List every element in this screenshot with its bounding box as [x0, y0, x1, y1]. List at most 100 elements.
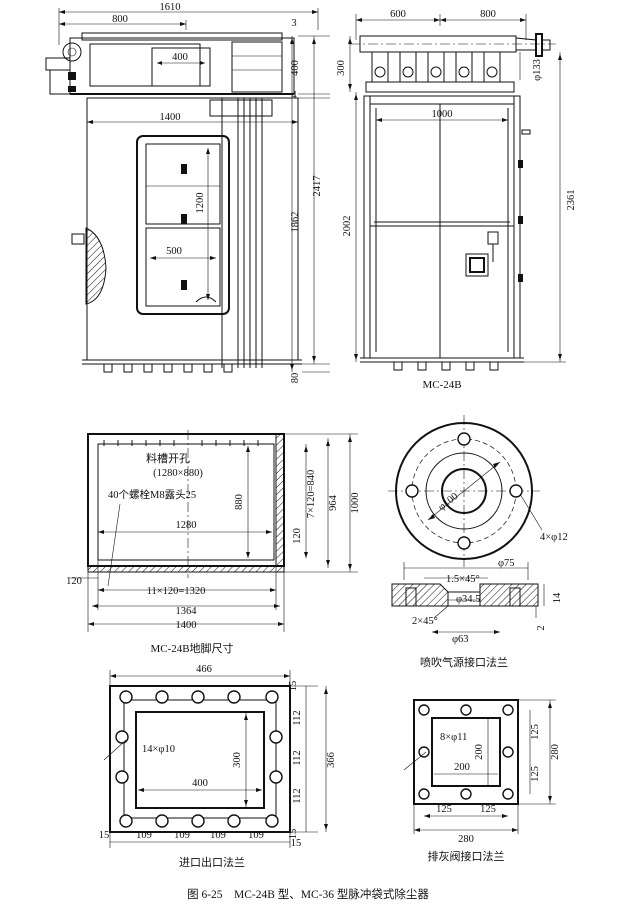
- dim-4: 4: [291, 90, 297, 101]
- foundation-bolt-marks: [103, 440, 259, 446]
- dim-200-ash-h: 200: [454, 762, 470, 773]
- dim-phi100: φ100: [436, 491, 460, 513]
- dim-1280: 1280: [176, 520, 197, 531]
- side-view-caption: MC-24B: [422, 379, 461, 391]
- dim-109-d: 109: [248, 830, 264, 841]
- dim-1862: 1862: [290, 212, 301, 233]
- dim-600: 600: [390, 9, 406, 20]
- air-flange-section: φ75 1.5×45° φ34.5 14 2×45° 2 φ63: [391, 558, 563, 645]
- dim-15-top-right: 15: [288, 681, 299, 692]
- dim-15-bottom-right2: 15: [291, 838, 302, 849]
- dim-300-inlet: 300: [232, 752, 243, 768]
- inlet-right-dimensions: 15 112 112 112 15 366: [288, 681, 337, 840]
- dim-2361: 2361: [566, 190, 577, 211]
- dim-phi133: φ133: [532, 59, 543, 81]
- dim-2: 2: [536, 625, 547, 630]
- dim-300-side: 300: [336, 60, 347, 76]
- foundation-bottom-dimensions: 120 11×120=1320 1364 1400: [66, 560, 285, 632]
- dim-880: 880: [234, 494, 245, 510]
- dim-125-ash-v1: 125: [530, 724, 541, 740]
- dim-15-bottom-left: 15: [99, 830, 110, 841]
- dim-phi63: φ63: [452, 634, 469, 645]
- front-body: [82, 97, 302, 373]
- dim-14: 14: [552, 592, 563, 603]
- foundation-right-dimensions: 7×120=840 120 964 1000: [284, 433, 361, 573]
- dim-800-side: 800: [480, 9, 496, 20]
- dim-phi34-5: φ34.5: [456, 594, 480, 605]
- inlet-bottom-dimensions: 15 109 109 109 109 15: [99, 830, 302, 849]
- front-view: 1610 800 400: [45, 2, 330, 383]
- dim-800-front: 800: [112, 14, 128, 25]
- ash-flange: 8×φ11 200 200 125 125 280 125 125 280 排灰…: [403, 699, 561, 863]
- front-door: 1200 500: [136, 135, 230, 315]
- dim-125-ash-h1: 125: [436, 804, 452, 815]
- inlet-flange-caption: 进口出口法兰: [179, 855, 245, 869]
- side-top-dimensions: 600 800: [355, 9, 527, 40]
- dim-112-a: 112: [292, 710, 303, 725]
- dim-500: 500: [166, 246, 182, 257]
- dim-125-ash-v2: 125: [530, 766, 541, 782]
- dim-4xphi12: 4×φ12: [540, 532, 568, 543]
- foundation-bolts-note: 40个螺栓M8露头25: [108, 488, 196, 501]
- front-top-casing: 400: [69, 32, 295, 95]
- dim-1200: 1200: [195, 193, 206, 214]
- dim-120-left: 120: [66, 576, 82, 587]
- dim-chamfer-bottom: 2×45°: [412, 616, 438, 627]
- dim-109-a: 109: [136, 830, 152, 841]
- figure-caption: 图 6-25 MC-24B 型、MC-36 型脉冲袋式除尘器: [187, 887, 429, 901]
- foundation-caption: MC-24B地脚尺寸: [150, 641, 233, 655]
- side-upper-dimensions: 300 φ133: [336, 36, 543, 92]
- dim-chamfer-top: 1.5×45°: [446, 574, 480, 585]
- ash-right-dimensions: 125 125 280: [518, 699, 561, 805]
- ash-flange-holes: [418, 704, 514, 800]
- side-body: [360, 95, 531, 371]
- dim-1400-foundation: 1400: [176, 620, 197, 631]
- dim-280-ash-h: 280: [458, 834, 474, 845]
- dim-phi75: φ75: [498, 558, 515, 569]
- dim-112-b: 112: [292, 750, 303, 765]
- dim-1364: 1364: [176, 606, 198, 617]
- air-flange: φ100 4×φ12 φ75 1.5×45° φ34.5 14 2×45° 2: [388, 415, 568, 669]
- dim-8xphi11: 8×φ11: [440, 732, 467, 743]
- dim-1610: 1610: [160, 2, 181, 13]
- inlet-flange-holes: [115, 690, 283, 828]
- dim-109-b: 109: [174, 830, 190, 841]
- side-header-pipe: [350, 33, 556, 93]
- dim-466: 466: [196, 664, 212, 675]
- dim-15-bottom-right: 15: [288, 829, 299, 840]
- dim-366: 366: [326, 752, 337, 768]
- dim-1000-side: 1000: [432, 109, 453, 120]
- dim-3: 3: [291, 18, 296, 29]
- dim-80: 80: [290, 373, 301, 384]
- side-view: 600 800 300 φ133: [336, 9, 577, 391]
- front-motor-valve: [45, 42, 82, 95]
- dim-1400-front-text: 1400: [160, 112, 181, 123]
- dim-200-ash-v: 200: [474, 744, 485, 760]
- dim-2417: 2417: [312, 176, 323, 197]
- front-right-dimensions: 3 400 4 1862 2417 80: [290, 18, 330, 383]
- air-flange-caption: 喷吹气源接口法兰: [420, 655, 508, 669]
- dim-11x120: 11×120=1320: [147, 586, 206, 597]
- dim-120-right: 120: [292, 528, 303, 544]
- dim-125-ash-h2: 125: [480, 804, 496, 815]
- dim-1400-front: 1400: [87, 112, 298, 124]
- foundation-opening-size: (1280×880): [153, 468, 203, 479]
- dim-2002: 2002: [342, 216, 353, 237]
- dim-400-hopper: 400: [172, 52, 188, 63]
- dim-14xphi10: 14×φ10: [142, 744, 175, 755]
- dim-1000-foundation: 1000: [350, 493, 361, 514]
- foundation-opening-title: 料槽开孔: [146, 451, 190, 465]
- dim-400-top: 400: [290, 60, 301, 76]
- dim-400-inlet: 400: [192, 778, 208, 789]
- dim-964: 964: [328, 494, 339, 511]
- dim-280-ash-v: 280: [550, 744, 561, 760]
- dim-109-c: 109: [210, 830, 226, 841]
- ash-flange-caption: 排灰阀接口法兰: [428, 849, 505, 863]
- side-dimensions: 1000 2002 2361: [342, 52, 577, 363]
- front-top-dimensions: 1610 800: [58, 2, 319, 45]
- foundation-plan: 料槽开孔 (1280×880) 40个螺栓M8露头25 1280 880 7×1…: [66, 430, 361, 655]
- dim-7x120: 7×120=840: [306, 470, 317, 519]
- inlet-flange: 466 14×φ10 300 400 15 112 112 112 15 366…: [99, 664, 337, 869]
- dim-112-c: 112: [292, 788, 303, 803]
